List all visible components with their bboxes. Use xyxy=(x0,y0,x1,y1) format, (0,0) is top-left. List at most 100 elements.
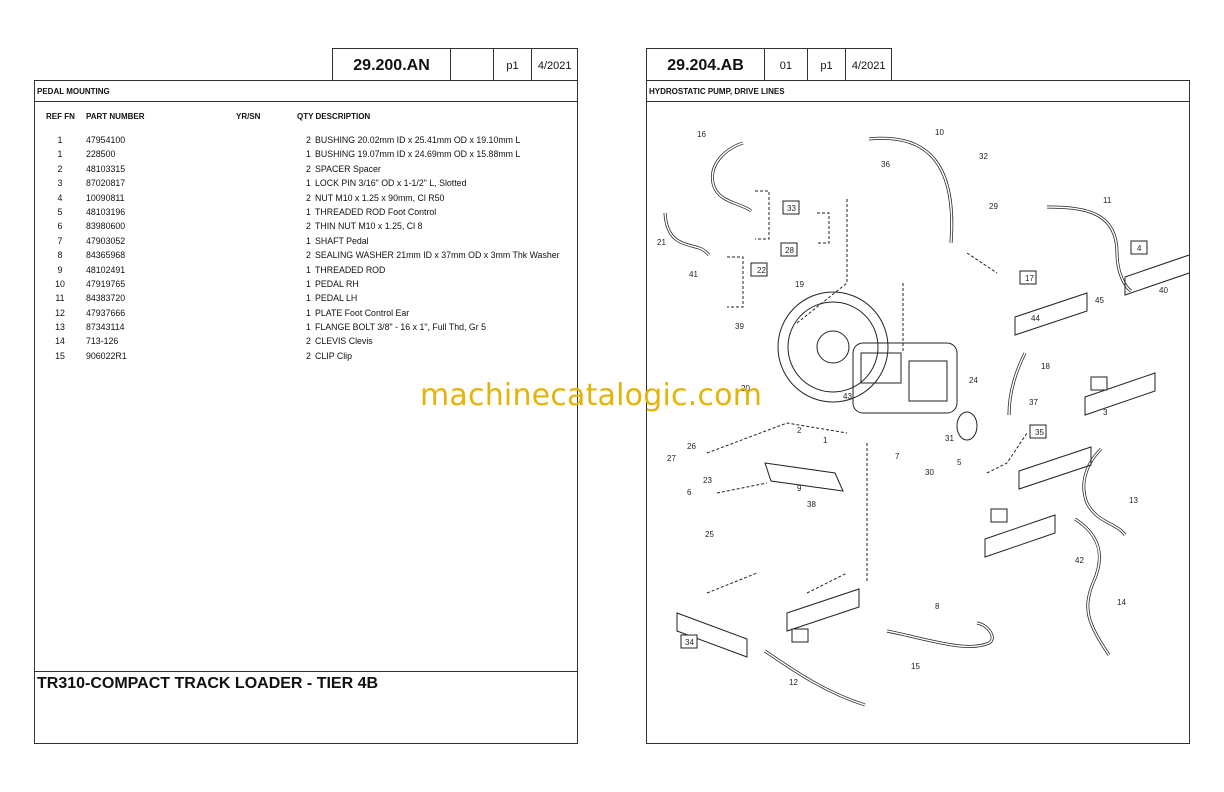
ref-cell: 7 xyxy=(57,235,63,246)
callout-4: 4 xyxy=(1137,244,1142,253)
diagram-page: HYDROSTATIC PUMP, DRIVE LINES xyxy=(646,80,1190,744)
part-number-cell: 47937666 xyxy=(86,307,126,318)
callout-1: 1 xyxy=(823,436,828,445)
right-page-code: 29.204.AB xyxy=(647,49,766,82)
description-cell: SPACER Spacer xyxy=(315,163,381,174)
callout-37: 37 xyxy=(1029,398,1038,407)
ref-cell: 2 xyxy=(57,163,63,174)
right-header-table: 29.204.AB 01 p1 4/2021 xyxy=(646,48,892,82)
qty-cell: 2 xyxy=(306,163,311,174)
callout-40: 40 xyxy=(1159,286,1168,295)
qty-cell: 2 xyxy=(306,336,311,347)
diagram-section-title: HYDROSTATIC PUMP, DRIVE LINES xyxy=(647,81,1189,102)
callout-13: 13 xyxy=(1129,496,1138,505)
callout-24: 24 xyxy=(969,376,978,385)
hydrostatic-pump-24 xyxy=(852,342,958,414)
qty-cell: 2 xyxy=(306,135,311,145)
left-header-blank xyxy=(451,49,494,82)
callout-15: 15 xyxy=(911,662,920,671)
callout-17: 17 xyxy=(1025,274,1034,283)
part-number-cell: 48103315 xyxy=(86,163,126,174)
col-part-number: PART NUMBER xyxy=(86,112,145,121)
callout-20: 20 xyxy=(741,384,750,393)
qty-cell: 2 xyxy=(306,350,311,361)
part-number-cell: 84365968 xyxy=(86,250,126,261)
part-number-cell: 10090811 xyxy=(86,192,125,203)
callout-31: 31 xyxy=(945,434,954,443)
ref-cell: 1 xyxy=(57,135,63,145)
description-cell: BUSHING 19.07mm ID x 24.69mm OD x 15.88m… xyxy=(315,149,521,160)
ref-cell: 14 xyxy=(55,336,65,347)
description-cell: PEDAL RH xyxy=(315,278,359,289)
ref-cell: 1 xyxy=(57,149,63,160)
qty-cell: 2 xyxy=(306,250,311,261)
hose-16 xyxy=(710,141,752,213)
callout-labels: 1234567891011121314151617181920212223242… xyxy=(657,128,1168,687)
kit-callouts xyxy=(680,200,1148,649)
part-number-cell: 906022R1 xyxy=(86,350,127,361)
callout-30: 30 xyxy=(925,468,934,477)
col-yr-sn: YR/SN xyxy=(236,112,261,121)
left-header-table: 29.200.AN p1 4/2021 xyxy=(332,48,578,82)
hose-13 xyxy=(1082,447,1127,536)
qty-cell: 1 xyxy=(306,307,311,318)
callout-28: 28 xyxy=(785,246,794,255)
left-page-code: 29.200.AN xyxy=(333,49,452,82)
ref-cell: 5 xyxy=(57,206,63,217)
description-cell: FLANGE BOLT 3/8" - 16 x 1", Full Thd, Gr… xyxy=(315,322,487,333)
right-page-date: 4/2021 xyxy=(851,59,886,72)
description-cell: LOCK PIN 3/16" OD x 1-1/2" L, Slotted xyxy=(315,178,467,189)
callout-8: 8 xyxy=(935,602,940,611)
callout-41: 41 xyxy=(689,270,698,279)
ref-cell: 3 xyxy=(57,178,63,189)
right-page-number: p1 xyxy=(808,49,847,82)
description-cell: THREADED ROD Foot Control xyxy=(315,206,437,217)
qty-cell: 1 xyxy=(306,293,311,304)
hose-11 xyxy=(1046,205,1132,293)
description-cell: THIN NUT M10 x 1.25, Cl 8 xyxy=(315,221,423,232)
callout-35: 35 xyxy=(1035,428,1044,437)
callout-11: 11 xyxy=(1103,196,1112,205)
callout-34: 34 xyxy=(685,638,694,647)
col-ref-fn: REF FN xyxy=(46,112,75,121)
ref-cell: 6 xyxy=(57,221,63,232)
callout-2: 2 xyxy=(797,426,802,435)
col-qty-description: QTY DESCRIPTION xyxy=(297,112,371,121)
ref-cell: 9 xyxy=(57,264,63,275)
callout-3: 3 xyxy=(1103,408,1108,417)
watermark: machinecatalogic.com xyxy=(420,378,763,413)
callout-18: 18 xyxy=(1041,362,1050,371)
part-number-cell: 47919765 xyxy=(86,278,126,289)
callout-6: 6 xyxy=(687,488,692,497)
hose-18 xyxy=(1007,352,1027,416)
description-cell: PEDAL LH xyxy=(315,293,358,304)
parts-list-page: PEDAL MOUNTING REF FN PART NUMBER YR/SN … xyxy=(34,80,578,744)
callout-32: 32 xyxy=(979,152,988,161)
qty-cell: 1 xyxy=(306,149,311,160)
flywheel-19 xyxy=(777,291,889,403)
bracket-9 xyxy=(764,462,844,492)
callout-9: 9 xyxy=(797,484,802,493)
callout-25: 25 xyxy=(705,530,714,539)
qty-cell: 2 xyxy=(306,221,311,232)
description-cell: SEALING WASHER 21mm ID x 37mm OD x 3mm T… xyxy=(315,250,560,261)
qty-cell: 1 xyxy=(306,264,311,275)
callout-43: 43 xyxy=(843,392,852,401)
qty-cell: 1 xyxy=(306,322,311,333)
description-cell: CLEVIS Clevis xyxy=(315,336,373,347)
part-number-cell: 228500 xyxy=(86,149,116,160)
ref-cell: 10 xyxy=(55,278,65,289)
hose-12 xyxy=(764,649,866,707)
description-cell: SHAFT Pedal xyxy=(315,235,369,246)
callout-29: 29 xyxy=(989,202,998,211)
part-number-cell: 713-126 xyxy=(86,336,119,347)
callout-38: 38 xyxy=(807,500,816,509)
